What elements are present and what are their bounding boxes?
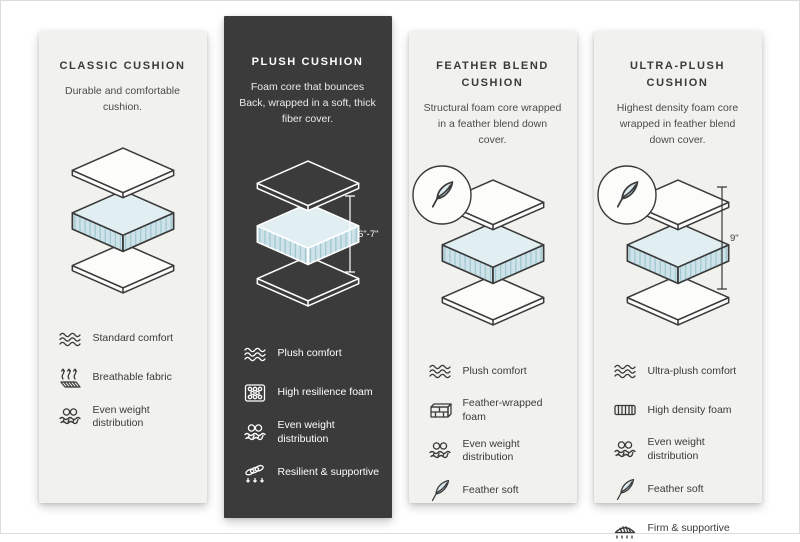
resilience-foam-icon: [242, 380, 269, 406]
card-title: FEATHER BLEND CUSHION: [436, 60, 549, 90]
cushion-card-plush: PLUSH CUSHION Foam core that bounces Bac…: [223, 16, 392, 518]
spring-icon: [242, 460, 269, 486]
cushion-card-ultra-plush: ULTRA-PLUSH CUSHION Highest density foam…: [593, 31, 762, 503]
breathable-fabric-icon: [57, 365, 84, 391]
feature-item: Breathable fabric: [57, 365, 195, 391]
feature-label: Firm & supportive: [647, 521, 730, 534]
feature-item: Even weight distribution: [427, 438, 565, 465]
feature-item: Even weight distribution: [57, 404, 195, 431]
feature-label: Standard comfort: [92, 331, 174, 344]
feature-label: Feather-wrapped foam: [462, 397, 543, 423]
foam-bricks-icon: [427, 398, 454, 424]
feather-icon: [427, 478, 454, 504]
feature-item: Even weight distribution: [242, 419, 380, 446]
even-weight-icon: [427, 438, 454, 464]
feature-list: Plush comfort Feather-wrapped foam Even …: [409, 358, 577, 504]
measurement-label: 9": [730, 233, 739, 244]
cushion-diagram: [59, 146, 187, 298]
card-description: Highest density foam core wrapped in fea…: [616, 102, 739, 146]
feature-item: Ultra-plush comfort: [612, 358, 750, 384]
feature-item: Plush comfort: [242, 341, 380, 367]
height-measurement: 9": [716, 186, 739, 290]
firm-support-icon: [612, 516, 639, 542]
wave-icon: [57, 326, 84, 352]
feature-label: Even weight distribution: [92, 403, 150, 430]
feature-list: Plush comfort High resilience foam Even …: [224, 341, 392, 485]
cushion-card-feather-blend: FEATHER BLEND CUSHION Structural foam co…: [408, 31, 577, 504]
feature-label: Plush comfort: [462, 364, 527, 377]
wave-icon: [612, 358, 639, 384]
high-density-foam-icon: [612, 397, 639, 423]
wave-icon: [427, 358, 454, 384]
measurement-label: 6"-7": [358, 229, 378, 240]
cushion-diagram: 6"-7": [244, 159, 378, 311]
feather-badge: [596, 165, 657, 226]
feature-list: Standard comfort Breathable fabric Even …: [39, 326, 207, 431]
feature-label: Ultra-plush comfort: [647, 364, 737, 377]
card-description: Durable and comfortable cushion.: [65, 85, 180, 113]
feature-item: High resilience foam: [242, 380, 380, 406]
feather-badge: [411, 165, 472, 226]
feature-label: Feather soft: [647, 482, 704, 495]
feature-label: Feather soft: [462, 484, 519, 497]
feature-item: Plush comfort: [427, 358, 565, 384]
feature-label: Even weight distribution: [462, 437, 520, 464]
card-description: Foam core that bounces Back, wrapped in …: [239, 81, 376, 125]
feature-item: Even weight distribution: [612, 436, 750, 463]
card-title: CLASSIC CUSHION: [59, 60, 186, 72]
feature-item: Feather-wrapped foam: [427, 397, 565, 424]
feature-label: Even weight distribution: [277, 419, 335, 445]
feature-item: Standard comfort: [57, 326, 195, 352]
feature-label: High density foam: [647, 403, 732, 416]
feature-label: High resilience foam: [277, 386, 373, 399]
feature-label: Resilient & supportive: [277, 465, 380, 478]
even-weight-icon: [57, 404, 84, 430]
feature-item: Firm & supportive: [612, 516, 750, 542]
cushion-diagram: 9": [596, 165, 742, 330]
cushion-card-classic: CLASSIC CUSHION Durable and comfortable …: [38, 31, 207, 503]
feature-item: Resilient & supportive: [242, 460, 380, 486]
even-weight-icon: [612, 437, 639, 463]
card-title: ULTRA-PLUSH CUSHION: [630, 60, 725, 90]
feature-item: Feather soft: [427, 478, 565, 504]
wave-icon: [242, 341, 269, 367]
feature-label: Breathable fabric: [92, 370, 172, 383]
feature-label: Even weight distribution: [647, 436, 705, 462]
feather-icon: [612, 477, 639, 503]
layered-cushion-illustration: [59, 146, 187, 298]
even-weight-icon: [242, 420, 269, 446]
feature-item: High density foam: [612, 397, 750, 423]
feature-label: Plush comfort: [277, 347, 342, 360]
height-measurement: 6"-7": [344, 195, 378, 273]
card-title: PLUSH CUSHION: [251, 56, 364, 68]
feature-item: Feather soft: [612, 477, 750, 503]
cushion-diagram: [411, 165, 557, 330]
feature-list: Ultra-plush comfort High density foam Ev…: [594, 358, 762, 541]
card-description: Structural foam core wrapped in a feathe…: [423, 102, 562, 146]
